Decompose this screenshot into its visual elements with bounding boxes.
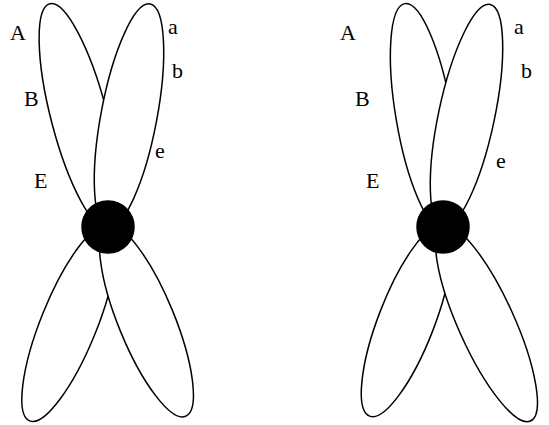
gene-allele-label: A (10, 22, 26, 44)
centromere (417, 201, 469, 253)
gene-allele-label: E (34, 170, 47, 192)
gene-allele-label: A (340, 22, 356, 44)
gene-allele-label: e (155, 140, 165, 162)
centromere (82, 201, 134, 253)
chromatid-arm (415, 0, 517, 233)
chromatid-arm (80, 0, 177, 233)
gene-allele-label: B (24, 88, 39, 110)
gene-allele-label: b (172, 60, 183, 82)
gene-allele-label: a (514, 16, 524, 38)
gene-allele-label: e (496, 150, 506, 172)
right-chromosome (344, 0, 549, 425)
left-chromosome (4, 0, 212, 425)
gene-allele-label: E (366, 170, 379, 192)
gene-allele-label: a (168, 16, 178, 38)
gene-allele-label: b (521, 60, 532, 82)
gene-allele-label: B (355, 88, 370, 110)
